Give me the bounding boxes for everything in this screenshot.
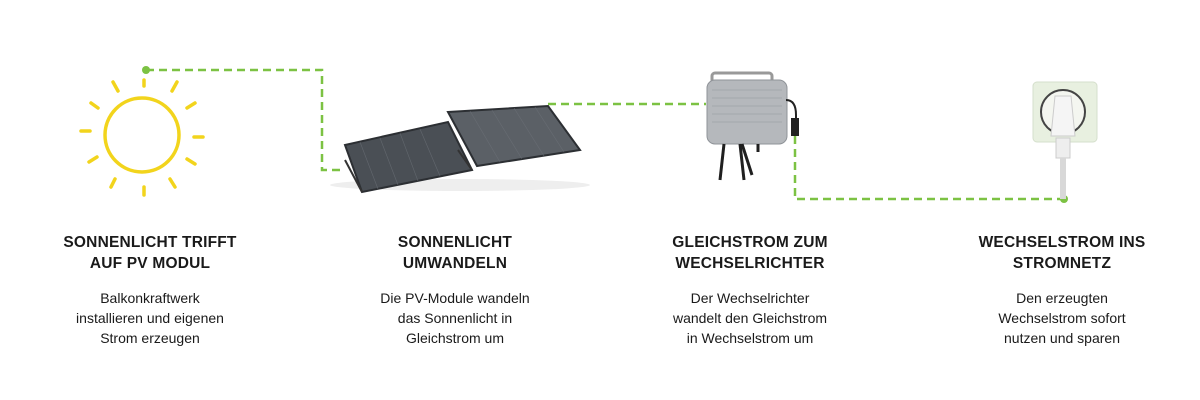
diagram-graphics — [79, 66, 1098, 203]
connector-line — [146, 68, 1064, 201]
connector-dot — [142, 66, 150, 74]
inverter-icon — [706, 71, 799, 181]
power-socket-icon — [1032, 81, 1098, 199]
sun-icon — [79, 78, 205, 197]
solar-panel-icon — [330, 104, 590, 194]
